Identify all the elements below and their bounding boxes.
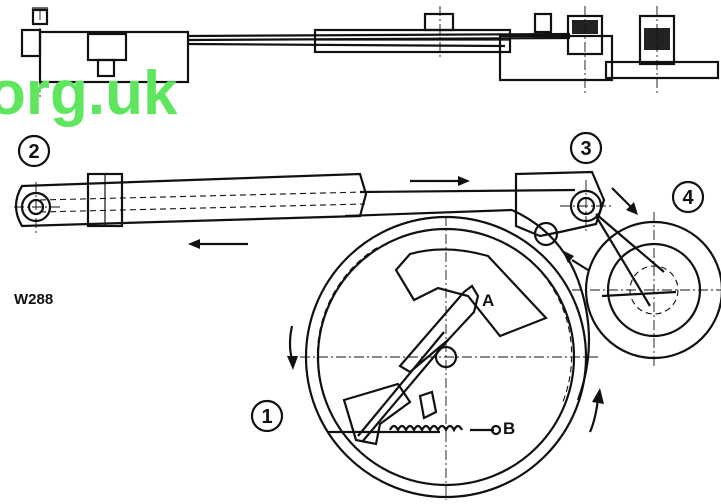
brake-drum [300,209,600,500]
side-elevation-view [20,6,720,100]
point-b-label: B [503,419,515,438]
arrow-rotate-left [287,325,298,370]
callout-2-label: 2 [28,141,39,163]
cable-lower [344,208,513,218]
callout-4: 4 [671,180,705,214]
arrow-rotate-right [588,388,604,433]
pulley-wheel [572,212,721,366]
callout-1: 1 [250,399,284,433]
arrow-left [188,239,248,249]
figure-code: W288 [14,291,53,308]
arrow-diagonal-up [562,250,589,271]
point-a-label: A [482,291,494,310]
watermark-text: org.uk [0,59,178,128]
cable-guide-bracket [514,170,612,247]
pivot-arm [14,172,368,236]
cable-upper [359,188,576,194]
arrow-diagonal-down [611,187,638,215]
callout-1-label: 1 [261,406,272,428]
arrow-right [410,176,470,186]
callout-3-label: 3 [580,138,591,160]
callout-4-label: 4 [682,187,694,209]
callout-2: 2 [17,134,51,168]
callout-3: 3 [569,131,603,165]
